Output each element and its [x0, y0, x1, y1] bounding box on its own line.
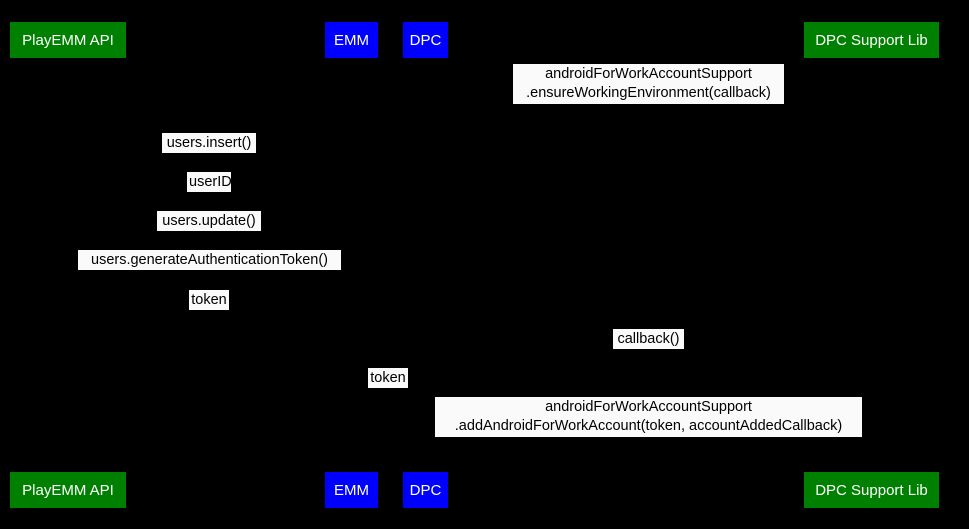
message-line-1: userID [189, 174, 232, 190]
participant-label: EMM [334, 31, 369, 49]
participant-label: PlayEMM API [22, 481, 114, 499]
participant-dpc-support-lib[interactable]: DPC Support Lib [804, 472, 939, 508]
message-label-users-insert: users.insert() [162, 133, 256, 153]
message-label-add-android-for-work-account: androidForWorkAccountSupport .addAndroidF… [435, 397, 862, 437]
participant-dpc[interactable]: DPC [403, 472, 448, 508]
message-line-1: androidForWorkAccountSupport [545, 66, 752, 82]
message-label-token-1: token [189, 290, 229, 310]
participant-dpc-support-lib[interactable]: DPC Support Lib [804, 22, 939, 58]
message-label-token-2: token [368, 368, 408, 388]
message-label-ensure-working-environment: androidForWorkAccountSupport .ensureWorki… [513, 64, 784, 104]
participant-playemm-api[interactable]: PlayEMM API [10, 22, 126, 58]
participant-emm[interactable]: EMM [325, 472, 378, 508]
message-line-1: users.generateAuthenticationToken() [91, 252, 328, 268]
message-label-user-id: userID [187, 172, 232, 192]
message-line-1: androidForWorkAccountSupport [545, 399, 752, 415]
message-line-1: token [370, 370, 406, 386]
message-label-users-update: users.update() [157, 211, 261, 231]
participant-label: DPC [409, 31, 442, 49]
message-label-users-generate-authentication-token: users.generateAuthenticationToken() [78, 250, 341, 270]
message-line-1: users.update() [162, 213, 256, 229]
participant-label: EMM [334, 481, 369, 499]
message-line-1: users.insert() [166, 135, 252, 151]
participant-label: PlayEMM API [22, 31, 114, 49]
message-label-callback: callback() [613, 329, 684, 349]
participant-playemm-api[interactable]: PlayEMM API [10, 472, 126, 508]
message-line-2: .addAndroidForWorkAccount(token, account… [454, 418, 843, 434]
participant-label: DPC Support Lib [815, 481, 928, 499]
participant-emm[interactable]: EMM [325, 22, 378, 58]
participant-label: DPC Support Lib [815, 31, 928, 49]
participant-dpc[interactable]: DPC [403, 22, 448, 58]
message-line-1: token [191, 292, 227, 308]
message-line-1: callback() [617, 331, 680, 347]
message-line-2: .ensureWorkingEnvironment(callback) [526, 85, 771, 101]
participant-label: DPC [409, 481, 442, 499]
